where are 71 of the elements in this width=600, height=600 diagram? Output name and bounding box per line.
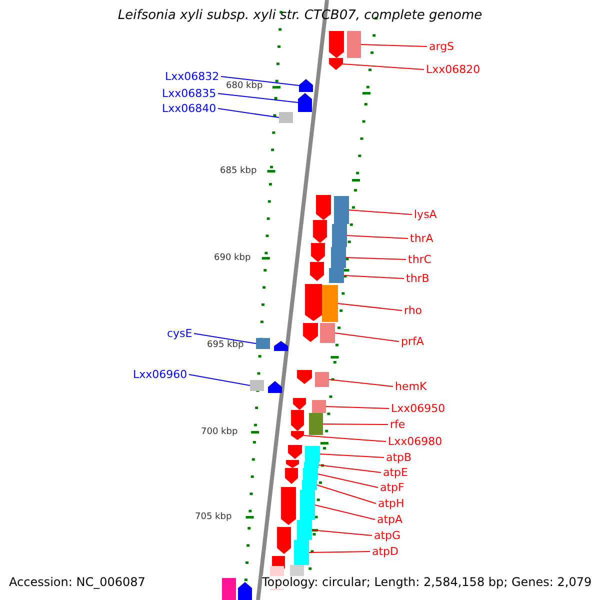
gene-symbol bbox=[279, 112, 293, 123]
gene-symbol bbox=[298, 93, 312, 112]
gene-label: Lxx06960 bbox=[133, 368, 188, 381]
gene-label: atpD bbox=[372, 545, 399, 558]
gene-label: atpF bbox=[380, 481, 404, 494]
leader-line bbox=[312, 530, 372, 536]
leader-line bbox=[218, 93, 298, 103]
leader-line bbox=[342, 64, 424, 70]
leader-line bbox=[320, 454, 384, 458]
gene-symbol bbox=[256, 338, 270, 349]
gene-label: hemK bbox=[395, 380, 427, 393]
gene-symbol bbox=[294, 540, 309, 565]
leader-line bbox=[322, 424, 388, 425]
gene-label: thrA bbox=[410, 232, 434, 245]
gene-symbol bbox=[347, 31, 361, 58]
gene-symbol bbox=[315, 372, 329, 387]
gene-label: cysE bbox=[167, 327, 192, 340]
leader-line bbox=[344, 275, 404, 279]
gene-label: atpE bbox=[383, 466, 408, 479]
leader-line bbox=[346, 235, 408, 239]
genome-info: Accession: NC_006087 bbox=[9, 576, 146, 589]
gene-symbol bbox=[299, 79, 313, 92]
gene-label: thrB bbox=[406, 272, 430, 285]
gene-symbol bbox=[334, 196, 349, 224]
leader-line bbox=[338, 303, 402, 311]
leader-line bbox=[218, 108, 280, 118]
gene-label: Lxx06820 bbox=[426, 63, 480, 76]
gene-label: Lxx06980 bbox=[388, 435, 442, 448]
gene-symbol bbox=[305, 446, 320, 462]
gene-label: atpA bbox=[377, 513, 403, 526]
position-label: 700 kbp bbox=[201, 426, 238, 439]
gene-label: prfA bbox=[401, 335, 424, 348]
leader-line bbox=[348, 210, 412, 215]
genome-info: Topology: circular; Length: 2,584,158 bp; Genes: 2,079 bbox=[262, 576, 592, 589]
gene-label: rfe bbox=[390, 418, 406, 431]
gene-label: thrC bbox=[408, 253, 432, 266]
gene-label: atpH bbox=[378, 497, 404, 510]
position-label: 705 kbp bbox=[195, 511, 232, 524]
leader-line bbox=[360, 44, 428, 47]
gene-symbol bbox=[320, 323, 335, 343]
gene-label: argS bbox=[429, 40, 454, 53]
gene-label: Lxx06832 bbox=[165, 70, 220, 83]
position-label: 685 kbp bbox=[220, 165, 257, 178]
position-label: 690 kbp bbox=[214, 252, 251, 265]
gene-symbol bbox=[312, 400, 326, 413]
gene-symbol bbox=[309, 413, 323, 435]
gene-label: lysA bbox=[414, 208, 437, 221]
gene-symbol bbox=[250, 380, 264, 391]
leader-line bbox=[220, 76, 300, 86]
leader-line bbox=[318, 464, 382, 473]
leader-line bbox=[316, 484, 376, 504]
gene-label: atpB bbox=[386, 451, 412, 464]
leader-line bbox=[318, 474, 378, 488]
leader-line bbox=[326, 406, 390, 409]
gene-label: rho bbox=[404, 304, 422, 317]
leader-line bbox=[308, 551, 370, 553]
gene-label: Lxx06840 bbox=[162, 102, 216, 115]
leader-line bbox=[346, 257, 406, 260]
leader-line bbox=[188, 374, 250, 386]
gene-label: Lxx06835 bbox=[162, 87, 216, 100]
position-label: 695 kbp bbox=[207, 339, 244, 352]
leader-line bbox=[304, 435, 386, 442]
leader-line bbox=[314, 504, 376, 520]
gene-symbol bbox=[322, 285, 338, 322]
leader-line bbox=[328, 379, 394, 387]
gene-symbol bbox=[329, 268, 344, 283]
leader-line bbox=[194, 333, 256, 344]
gene-label: atpG bbox=[374, 529, 401, 542]
gene-label: Lxx06950 bbox=[391, 402, 446, 415]
map-title: Leifsonia xyli subsp. xyli str. CTCB07, complete genome bbox=[116, 9, 484, 22]
position-label: 680 kbp bbox=[226, 80, 263, 93]
